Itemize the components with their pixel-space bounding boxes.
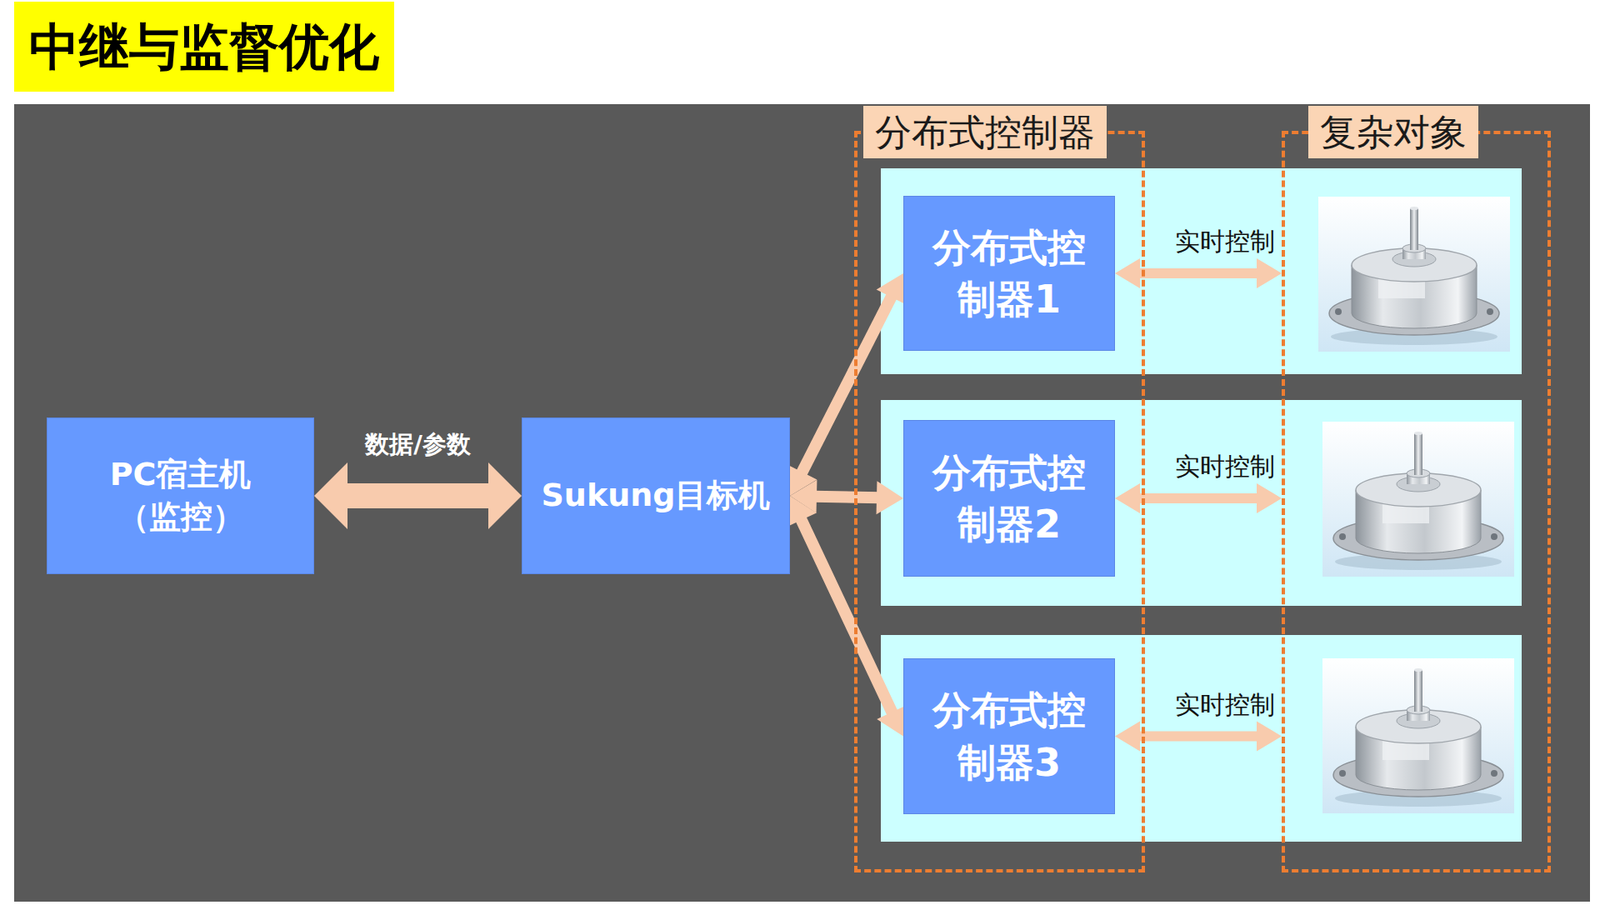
arrow-head — [1256, 721, 1282, 752]
connector-arrow — [1115, 721, 1282, 752]
arrow-head — [786, 495, 817, 527]
channel-band — [880, 635, 1522, 842]
connector-arrow — [1115, 258, 1282, 289]
object-region: 复杂对象 — [1281, 130, 1551, 873]
arrow-shaft — [800, 517, 893, 715]
arrow-head — [488, 462, 522, 530]
arrow-shaft — [1137, 268, 1260, 279]
arrow-head — [1115, 483, 1140, 514]
connector-arrow — [787, 273, 907, 496]
box-label: 分布式控制器1 — [925, 221, 1094, 325]
arrow-head — [1256, 483, 1282, 514]
box-label: 分布式控制器3 — [925, 684, 1094, 788]
group-heading: 分布式控制器 — [863, 105, 1107, 159]
edge-label: 实时控制 — [1171, 451, 1279, 482]
box-label: PC宿主机 — [110, 453, 252, 496]
arrow-shaft — [814, 496, 880, 499]
arrow-shaft — [800, 295, 893, 475]
connector-arrow — [314, 462, 522, 530]
arrow-head — [876, 273, 907, 305]
box-label: 分布式控制器2 — [925, 446, 1094, 550]
group-heading: 复杂对象 — [1308, 105, 1479, 159]
arrow-head — [1256, 258, 1282, 289]
controller-box: 分布式控制器2 — [903, 420, 1115, 577]
connector-arrow — [1115, 483, 1282, 514]
arrow-head — [876, 480, 904, 515]
edge-label: 数据/参数 — [361, 429, 475, 460]
arrow-head — [1115, 721, 1140, 752]
channel-band — [880, 400, 1522, 606]
edge-label: 实时控制 — [1171, 690, 1279, 720]
controller-region: 分布式控制器分布式控制器1分布式控制器2分布式控制器3 — [854, 130, 1145, 873]
arrow-head — [314, 462, 348, 530]
arrow-head — [1115, 258, 1140, 289]
box-label: Sukung目标机 — [541, 474, 771, 517]
box-label: （监控） — [117, 495, 245, 539]
arrow-shaft — [1137, 493, 1260, 504]
edge-label: 实时控制 — [1171, 226, 1279, 257]
arrow-shaft — [1137, 731, 1260, 742]
target-box: Sukung目标机 — [521, 417, 790, 575]
motor-picture — [1322, 658, 1515, 814]
controller-box: 分布式控制器1 — [903, 195, 1115, 351]
motor-picture — [1322, 421, 1515, 577]
channel-band — [880, 168, 1522, 375]
motor-picture — [1318, 196, 1510, 352]
connector-arrow — [786, 495, 908, 737]
host-box: PC宿主机（监控） — [46, 417, 315, 575]
page-title: 中继与监督优化 — [14, 1, 395, 92]
arrow-shaft — [344, 483, 492, 509]
controller-box: 分布式控制器3 — [903, 658, 1115, 815]
